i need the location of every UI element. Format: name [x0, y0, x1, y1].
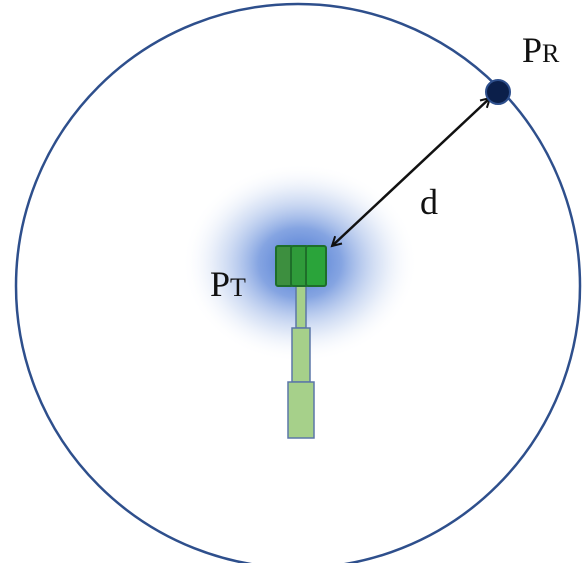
transmitter-label: PT [210, 264, 246, 304]
mast-base-segment [287, 381, 315, 439]
transmitter-mast [287, 285, 315, 439]
distance-arrow [332, 98, 490, 246]
receiver-label: PR [522, 30, 560, 70]
transmitter-antenna [275, 245, 327, 287]
mast-middle-segment [291, 327, 311, 383]
antenna-panel-right [305, 245, 327, 287]
mast-top-segment [295, 285, 307, 329]
distance-label: d [420, 182, 438, 222]
receiver-point [485, 79, 511, 105]
coverage-circle [14, 2, 582, 563]
